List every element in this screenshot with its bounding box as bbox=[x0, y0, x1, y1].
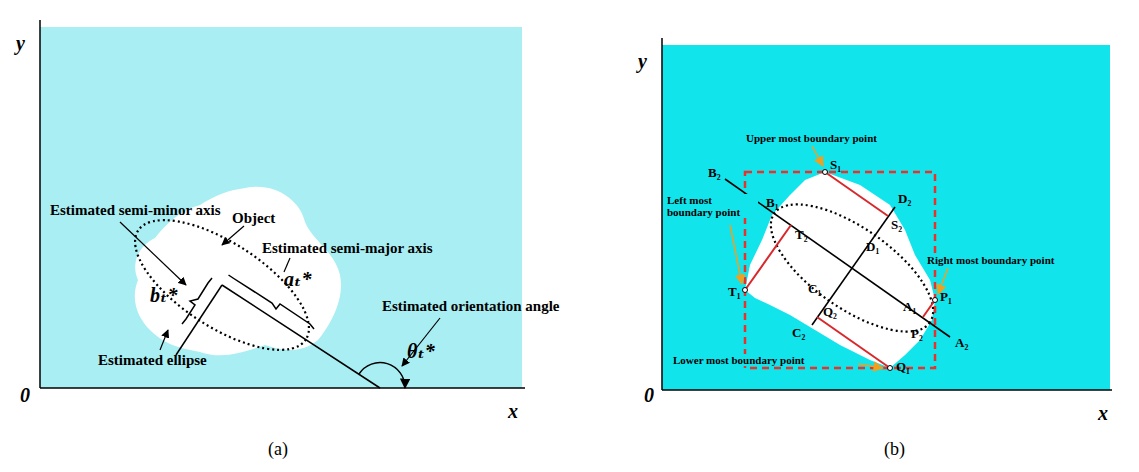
major-axis bbox=[725, 179, 950, 337]
panel-ground bbox=[40, 27, 522, 388]
annotation: Left most boundary point bbox=[666, 194, 758, 218]
symbol: bₜ* bbox=[150, 284, 177, 306]
x-axis bbox=[662, 389, 1112, 391]
annotation: Estimated ellipse bbox=[98, 352, 207, 369]
point-label: C₁ bbox=[808, 282, 821, 296]
annotation: Lower most boundary point bbox=[672, 354, 806, 366]
point-label: T₂ bbox=[795, 228, 808, 242]
angle-arc bbox=[359, 363, 405, 388]
panel-ground bbox=[662, 45, 1110, 390]
point-label: Q₁ bbox=[896, 360, 910, 374]
bounding-box bbox=[745, 172, 935, 368]
y-axis bbox=[39, 20, 41, 388]
point-label: D₁ bbox=[866, 240, 879, 254]
annotation: Right most boundary point bbox=[926, 254, 1055, 266]
point-label: B₁ bbox=[766, 196, 779, 210]
minor-bracket bbox=[182, 278, 212, 324]
point-label: T₁ bbox=[728, 285, 741, 299]
annotation: Estimated orientation angle bbox=[382, 298, 560, 315]
axis-label: x bbox=[1098, 402, 1108, 424]
panel-caption: (a) bbox=[268, 440, 288, 460]
point-label: P₂ bbox=[911, 327, 923, 341]
projection-lines bbox=[745, 172, 935, 368]
point-label: S₁ bbox=[830, 158, 841, 172]
object-blob bbox=[745, 172, 935, 368]
point-label: C₂ bbox=[792, 326, 805, 340]
annotation: Object bbox=[232, 210, 275, 227]
major-axis bbox=[222, 285, 380, 388]
axis-label: y bbox=[638, 50, 647, 72]
annotation: Upper most boundary point bbox=[746, 132, 877, 144]
leader-lines bbox=[730, 146, 948, 368]
symbol: aₜ* bbox=[284, 268, 311, 290]
leader-line bbox=[222, 226, 244, 245]
point-label: D₂ bbox=[898, 192, 911, 206]
x-axis bbox=[40, 387, 525, 389]
annotation: Estimated semi-minor axis bbox=[50, 202, 221, 219]
leader-line bbox=[402, 318, 440, 366]
axis-label: 0 bbox=[644, 384, 654, 406]
minor-axis bbox=[812, 207, 895, 325]
annotation: Estimated semi-major axis bbox=[262, 240, 433, 257]
panel-caption: (b) bbox=[884, 440, 905, 460]
point-label: A₁ bbox=[903, 300, 916, 314]
point-label: A₂ bbox=[955, 336, 968, 350]
leader-line bbox=[160, 330, 168, 350]
minor-axis bbox=[176, 285, 222, 355]
axis-label: 0 bbox=[20, 384, 30, 406]
y-axis bbox=[661, 38, 663, 390]
point-label: Q₂ bbox=[823, 305, 837, 319]
boundary-points bbox=[743, 170, 938, 371]
point-label: P₁ bbox=[940, 290, 952, 304]
symbol: θₜ* bbox=[407, 340, 435, 362]
leader-line bbox=[120, 222, 186, 285]
point-label: B₂ bbox=[708, 166, 721, 180]
point-label: S₂ bbox=[891, 218, 902, 232]
axis-label: x bbox=[508, 400, 518, 422]
estimated-ellipse bbox=[751, 181, 953, 356]
axis-label: y bbox=[16, 32, 25, 54]
estimated-ellipse bbox=[115, 195, 328, 374]
